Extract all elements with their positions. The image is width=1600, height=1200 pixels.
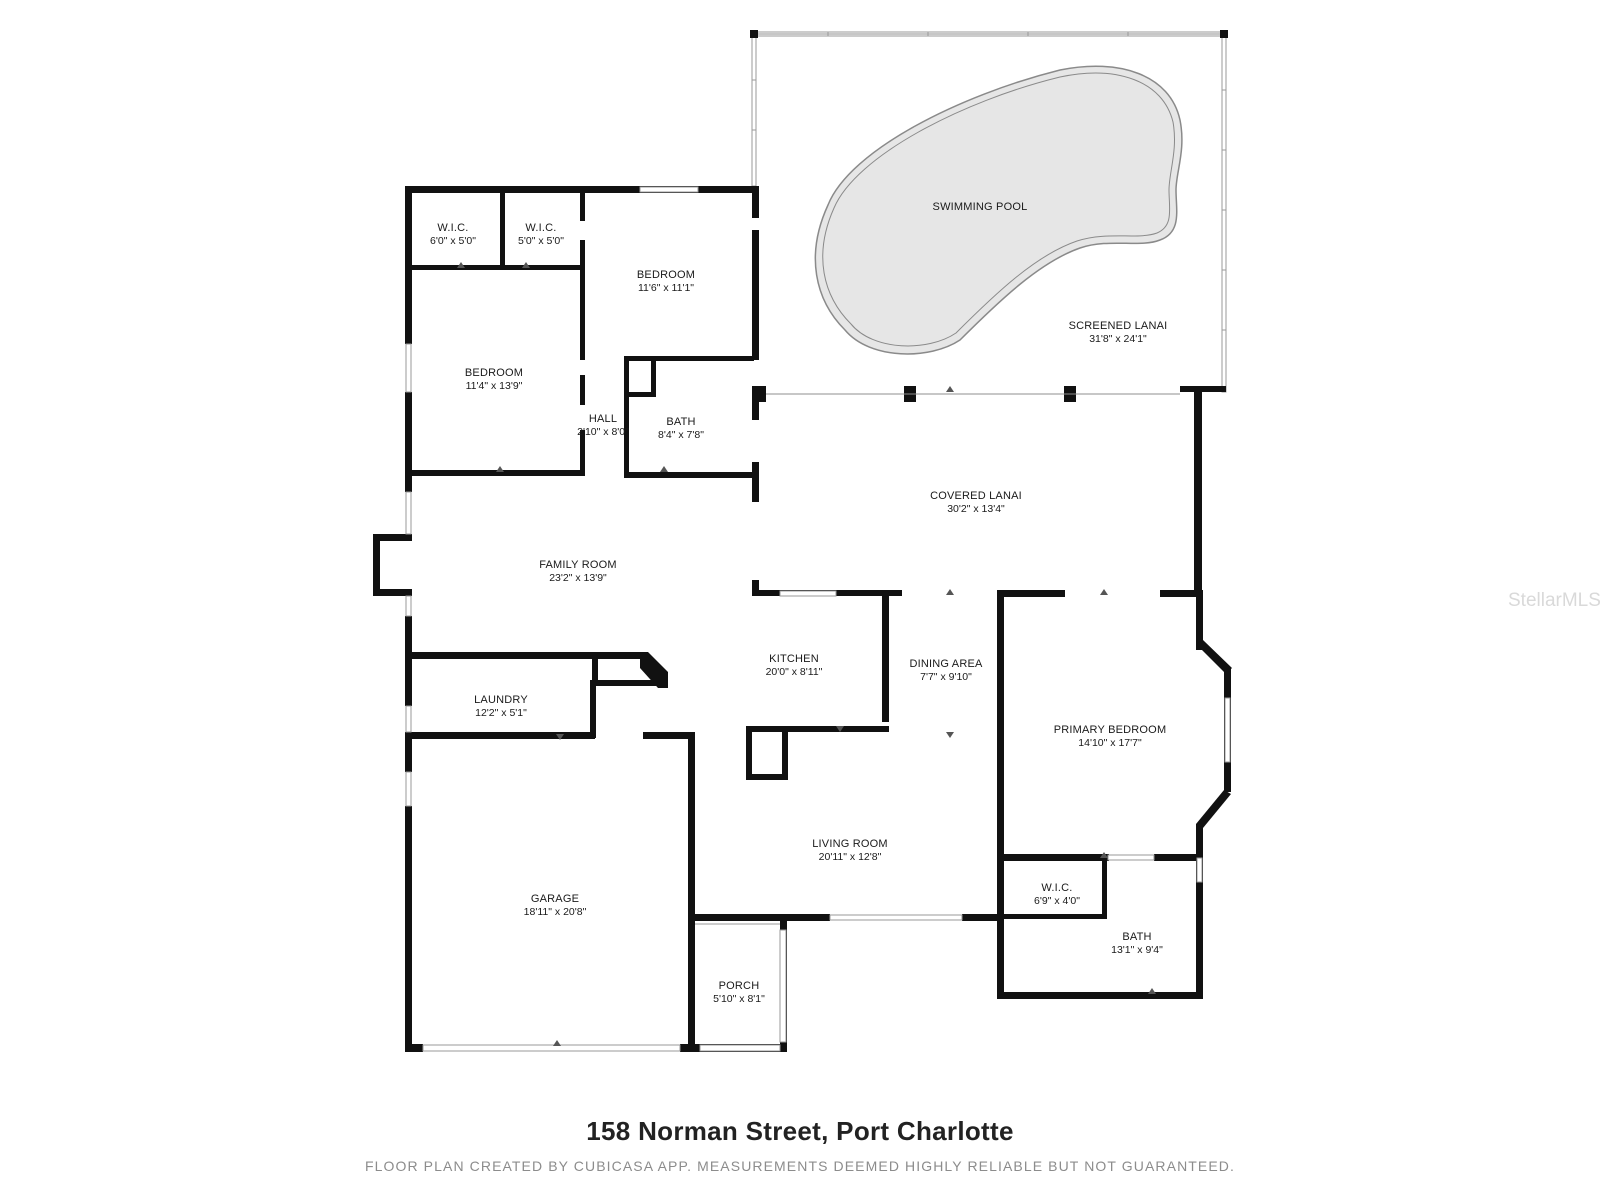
room-label-swimming-pool: SWIMMING POOL: [933, 201, 1028, 213]
svg-text:COVERED LANAI: COVERED LANAI: [930, 490, 1022, 502]
room-label-dining-area: DINING AREA 7'7" x 9'10": [909, 658, 983, 683]
svg-text:KITCHEN: KITCHEN: [769, 653, 819, 665]
door-markers: [457, 262, 1156, 1046]
room-label-covered-lanai: COVERED LANAI 30'2" x 13'4": [930, 490, 1022, 515]
room-label-wic-primary: W.I.C. 6'9" x 4'0": [1034, 882, 1080, 907]
svg-text:SWIMMING POOL: SWIMMING POOL: [933, 201, 1028, 213]
svg-text:W.I.C.: W.I.C.: [437, 222, 468, 234]
room-label-wic-mid: W.I.C. 5'0" x 5'0": [518, 222, 564, 247]
svg-text:12'2" x 5'1": 12'2" x 5'1": [475, 707, 527, 719]
svg-text:14'10" x 17'7": 14'10" x 17'7": [1078, 737, 1142, 749]
svg-text:FAMILY ROOM: FAMILY ROOM: [539, 559, 617, 571]
windows: [405, 186, 1231, 1052]
svg-text:23'2" x 13'9": 23'2" x 13'9": [549, 572, 607, 584]
room-label-wic-left: W.I.C. 6'0" x 5'0": [430, 222, 476, 247]
svg-text:2'10" x 8'0": 2'10" x 8'0": [577, 426, 629, 438]
svg-text:BATH: BATH: [666, 416, 695, 428]
svg-text:6'9" x 4'0": 6'9" x 4'0": [1034, 895, 1080, 907]
room-label-living-room: LIVING ROOM 20'11" x 12'8": [812, 838, 888, 863]
svg-text:BEDROOM: BEDROOM: [637, 269, 695, 281]
svg-text:W.I.C.: W.I.C.: [525, 222, 556, 234]
svg-text:13'1" x 9'4": 13'1" x 9'4": [1111, 944, 1163, 956]
svg-text:DINING AREA: DINING AREA: [909, 658, 983, 670]
room-label-family-room: FAMILY ROOM 23'2" x 13'9": [539, 559, 617, 584]
svg-text:30'2" x 13'4": 30'2" x 13'4": [947, 503, 1005, 515]
svg-text:BATH: BATH: [1122, 931, 1151, 943]
room-label-porch: PORCH 5'10" x 8'1": [713, 980, 765, 1005]
svg-text:PRIMARY BEDROOM: PRIMARY BEDROOM: [1054, 724, 1167, 736]
svg-text:GARAGE: GARAGE: [531, 893, 579, 905]
screened-lanai-enclosure: [750, 30, 1228, 402]
svg-text:LIVING ROOM: LIVING ROOM: [812, 838, 888, 850]
svg-text:HALL: HALL: [589, 413, 617, 425]
room-label-primary-bedroom: PRIMARY BEDROOM 14'10" x 17'7": [1054, 724, 1167, 749]
svg-text:18'11" x 20'8": 18'11" x 20'8": [524, 906, 587, 918]
svg-text:W.I.C.: W.I.C.: [1041, 882, 1072, 894]
room-label-kitchen: KITCHEN 20'0" x 8'11": [766, 653, 823, 678]
room-label-hall: HALL 2'10" x 8'0": [577, 413, 629, 438]
svg-text:11'4" x 13'9": 11'4" x 13'9": [466, 380, 523, 392]
svg-text:BEDROOM: BEDROOM: [465, 367, 523, 379]
swimming-pool-shape: [814, 65, 1183, 355]
svg-text:20'0" x 8'11": 20'0" x 8'11": [766, 666, 823, 678]
disclaimer-caption: FLOOR PLAN CREATED BY CUBICASA APP. MEAS…: [364, 1158, 1236, 1174]
room-label-bedroom-left: BEDROOM 11'4" x 13'9": [465, 367, 523, 392]
svg-text:31'8" x 24'1": 31'8" x 24'1": [1089, 333, 1147, 345]
address-title: 158 Norman Street, Port Charlotte: [586, 1116, 1014, 1146]
svg-text:6'0" x 5'0": 6'0" x 5'0": [430, 235, 476, 247]
walls: [373, 186, 1232, 1052]
svg-text:5'0" x 5'0": 5'0" x 5'0": [518, 235, 564, 247]
room-label-laundry: LAUNDRY 12'2" x 5'1": [474, 694, 528, 719]
svg-text:7'7" x 9'10": 7'7" x 9'10": [920, 671, 972, 683]
svg-text:11'6" x 11'1": 11'6" x 11'1": [638, 282, 694, 294]
svg-text:5'10" x 8'1": 5'10" x 8'1": [713, 993, 765, 1005]
room-label-bath-primary: BATH 13'1" x 9'4": [1111, 931, 1163, 956]
svg-text:SCREENED LANAI: SCREENED LANAI: [1069, 320, 1168, 332]
svg-text:LAUNDRY: LAUNDRY: [474, 694, 528, 706]
svg-text:8'4" x 7'8": 8'4" x 7'8": [658, 429, 704, 441]
svg-text:20'11" x 12'8": 20'11" x 12'8": [819, 851, 882, 863]
room-label-screened-lanai: SCREENED LANAI 31'8" x 24'1": [1069, 320, 1168, 345]
watermark: StellarMLS: [1508, 590, 1600, 611]
room-label-bedroom-top: BEDROOM 11'6" x 11'1": [637, 269, 695, 294]
room-label-bath-small: BATH 8'4" x 7'8": [658, 416, 704, 441]
svg-text:PORCH: PORCH: [719, 980, 760, 992]
room-label-garage: GARAGE 18'11" x 20'8": [524, 893, 587, 918]
